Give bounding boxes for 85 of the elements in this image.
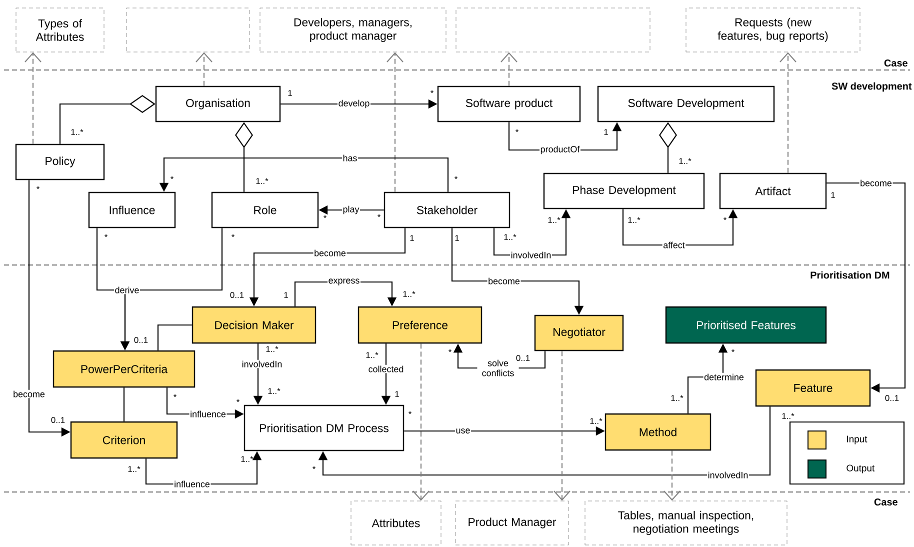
multiplicity-label: * [324, 215, 327, 218]
class-box: Organisation [155, 86, 281, 122]
multiplicity-label: 1..* [128, 466, 140, 472]
multiplicity-label: 1..* [268, 388, 280, 394]
multiplicity-label: 1..* [241, 456, 254, 462]
multiplicity-label: 0..1 [134, 337, 148, 343]
section-label: Case [874, 498, 898, 506]
multiplicity-label: 1..* [671, 395, 684, 401]
association-arrow [318, 406, 771, 476]
dependency-arrow [196, 52, 212, 86]
empty-box [126, 8, 250, 52]
section-label: Case [884, 59, 908, 67]
class-box: Software Development [597, 86, 775, 122]
class-box: Software product [437, 86, 581, 122]
instance-box: Developers, managers, product manager [260, 8, 446, 52]
multiplicity-label: * [378, 214, 381, 218]
multiplicity-label: 1 [288, 90, 292, 96]
multiplicity-label: * [516, 129, 519, 132]
multiplicity-label: 1..* [71, 129, 84, 135]
class-box: Policy [15, 144, 105, 180]
multiplicity-label: * [312, 466, 316, 470]
edge-label: play [342, 205, 360, 215]
multiplicity-label: 1..* [366, 352, 378, 358]
legend-label: Output [846, 464, 875, 474]
dependency-arrow [780, 52, 796, 173]
multiplicity-label: 1..* [504, 234, 516, 240]
multiplicity-label: * [724, 217, 726, 220]
dependency-arrow [24, 52, 42, 144]
class-box: Prioritisation DM Process [244, 404, 404, 452]
multiplicity-label: 1..* [403, 291, 416, 297]
multiplicity-label: 0..1 [230, 292, 244, 298]
edge-label: productOf [540, 145, 580, 155]
class-box: Decision Maker [192, 306, 316, 344]
dependency-arrow [386, 52, 404, 192]
multiplicity-label: 1..* [590, 418, 602, 424]
dependency-arrow [412, 344, 430, 501]
multiplicity-label: * [448, 349, 452, 352]
association-line [123, 388, 125, 422]
multiplicity-label: * [36, 186, 40, 190]
multiplicity-label: * [170, 176, 174, 180]
multiplicity-label: 1 [455, 235, 459, 241]
class-box: Prioritised Features [665, 306, 827, 344]
class-box: Method [604, 413, 712, 451]
multiplicity-label: 1 [284, 292, 288, 298]
class-box: Role [211, 192, 319, 228]
multiplicity-label: 1 [410, 235, 414, 241]
multiplicity-label: 0..1 [51, 417, 65, 423]
multiplicity-label: 1..* [628, 217, 640, 223]
instance-box: Requests (new features, bug reports) [686, 8, 860, 52]
dependency-arrow [664, 450, 680, 501]
association-arrow [826, 182, 906, 393]
dependency-arrow [500, 52, 518, 86]
multiplicity-label: 0..1 [516, 355, 530, 361]
class-box: Phase Development [543, 172, 705, 210]
instance-box: Types of Attributes [16, 8, 104, 52]
instance-box: Tables, manual inspection, negotiation meetings [584, 500, 788, 546]
multiplicity-label: 1..* [679, 158, 692, 164]
instance-box: Attributes [350, 500, 442, 546]
class-box: Artifact [719, 172, 827, 210]
dependency-arrow [554, 351, 570, 501]
class-box: PowerPerCriteria [52, 350, 196, 388]
multiplicity-label: 1 [604, 129, 608, 135]
edge-label: develop [338, 99, 370, 109]
legend-label: Input [847, 436, 868, 444]
multiplicity-label: 0..1 [885, 395, 899, 401]
multiplicity-label: 1 [395, 391, 399, 397]
edge-label: use [454, 428, 472, 434]
class-box: Criterion [70, 421, 178, 459]
multiplicity-label: * [104, 234, 108, 238]
association-line [157, 324, 192, 350]
multiplicity-label: * [174, 394, 177, 398]
class-box: Influence [88, 192, 176, 228]
section-label: Prioritisation DM [810, 271, 890, 279]
class-box: Preference [358, 306, 482, 344]
multiplicity-label: * [236, 399, 240, 402]
instance-box: Product Manager [455, 500, 569, 546]
section-label: SW development [832, 82, 912, 92]
multiplicity-label: 1..* [256, 178, 268, 184]
class-box: Negotiator [534, 314, 624, 352]
class-box: Feature [755, 369, 871, 407]
multiplicity-label: 1..* [548, 217, 560, 223]
multiplicity-label: * [454, 176, 458, 180]
class-box: Stakeholder [384, 192, 510, 228]
multiplicity-label: 1..* [266, 346, 278, 352]
empty-box [456, 8, 650, 52]
